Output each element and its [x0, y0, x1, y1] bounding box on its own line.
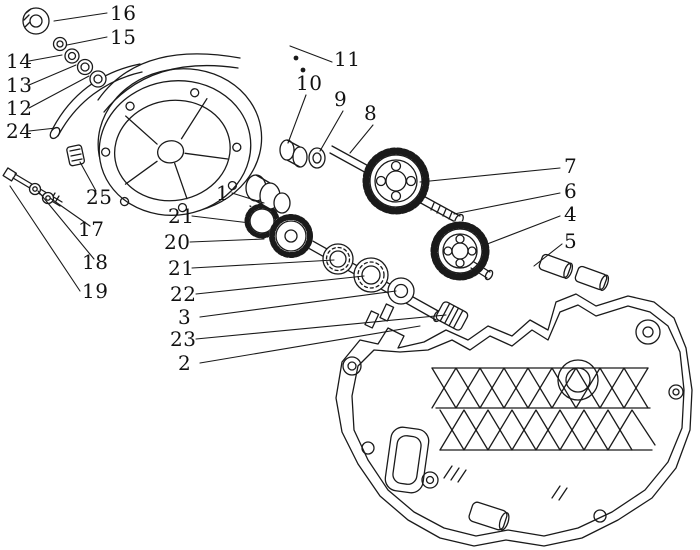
- gear-7: [362, 147, 430, 215]
- callout-label-19: 19: [82, 279, 109, 303]
- callout-label-5: 5: [564, 229, 578, 253]
- callout-label-17: 17: [78, 217, 105, 241]
- callout-label-3: 3: [178, 305, 192, 329]
- callout-label-12: 12: [6, 96, 33, 120]
- callout-label-24: 24: [6, 119, 33, 143]
- callout-label-22: 22: [170, 282, 197, 306]
- gear-4: [430, 221, 494, 281]
- callout-label-13: 13: [6, 73, 33, 97]
- callout-label-15: 15: [110, 25, 137, 49]
- small-parts-cluster: [22, 7, 107, 88]
- callout-label-23: 23: [170, 327, 197, 351]
- callout-label-18: 18: [82, 250, 109, 274]
- callout-label-10: 10: [296, 71, 323, 95]
- splined-sleeve: [435, 301, 469, 331]
- spacer-10: [279, 139, 308, 168]
- shaft-assembly-1: [245, 174, 291, 214]
- crankcase-half: [335, 293, 693, 547]
- transmission-cover: [97, 53, 263, 216]
- callout-label-25: 25: [86, 185, 113, 209]
- callout-label-11: 11: [334, 47, 361, 71]
- gear-cluster: [244, 203, 313, 258]
- callout-label-6: 6: [564, 179, 578, 203]
- clip: [66, 144, 85, 167]
- callout-label-14: 14: [6, 49, 33, 73]
- leader-lines: [9, 12, 563, 364]
- ring-9: [308, 147, 326, 169]
- callout-label-16: 16: [110, 1, 137, 25]
- rollers: [538, 253, 610, 292]
- callout-label-9: 9: [334, 87, 348, 111]
- callout-label-21b: 21: [168, 256, 195, 280]
- callout-label-20: 20: [164, 230, 191, 254]
- callout-label-1: 1: [216, 181, 230, 205]
- callout-label-4: 4: [564, 202, 578, 226]
- bolt-and-washers: [2, 167, 63, 207]
- callout-label-2: 2: [178, 351, 192, 375]
- curved-tube: [49, 63, 143, 140]
- callout-label-8: 8: [364, 101, 378, 125]
- callout-label-7: 7: [564, 154, 578, 178]
- callout-label-21a: 21: [168, 204, 195, 228]
